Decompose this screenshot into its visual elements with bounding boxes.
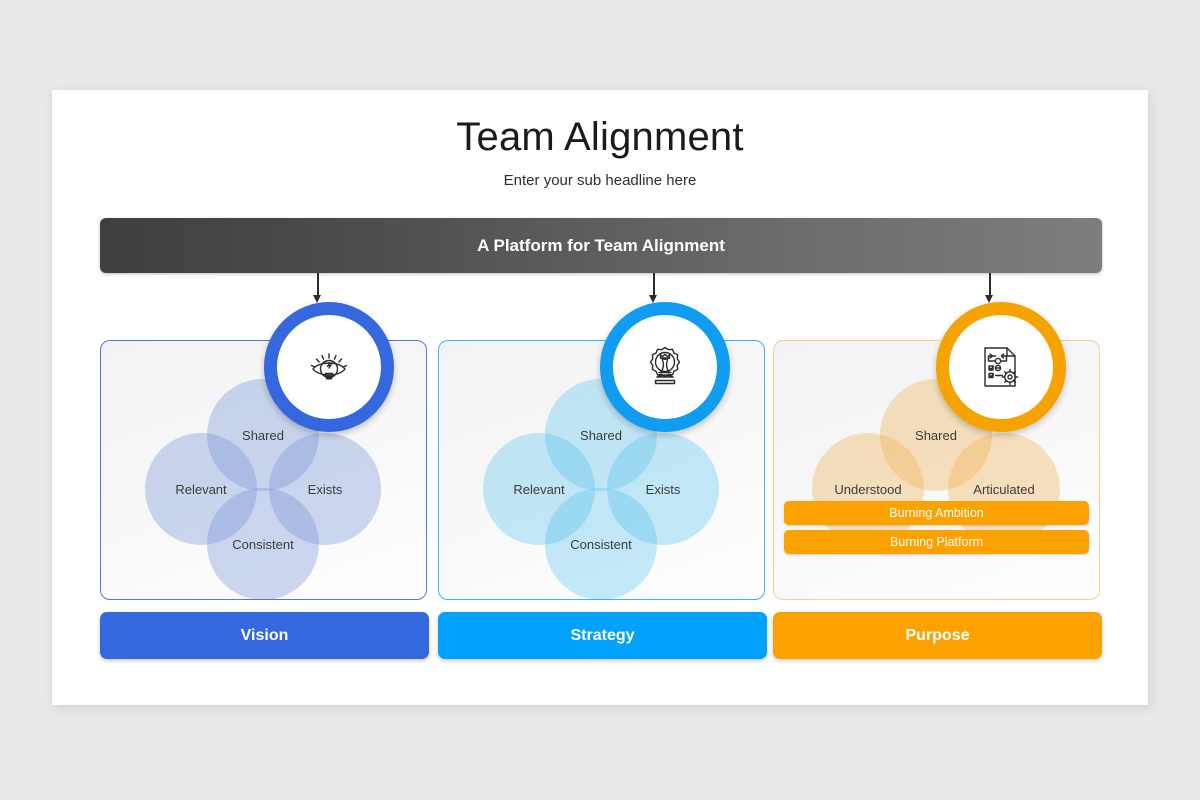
connector-arrow-strategy: [647, 273, 661, 305]
eye-lightbulb-icon: [301, 339, 357, 395]
connector-arrow-purpose: [983, 273, 997, 305]
venn-circle-left: Relevant: [145, 433, 257, 545]
venn-circle-bottom: Consistent: [545, 488, 657, 599]
label-strategy[interactable]: Strategy: [438, 612, 767, 659]
venn-circle-left: Relevant: [483, 433, 595, 545]
venn-diagram-strategy: Consistent Relevant Exists Shared: [439, 341, 764, 599]
page-title: Team Alignment: [456, 115, 744, 159]
chess-gear-icon: [637, 339, 693, 395]
venn-circle-bottom: Consistent: [207, 488, 319, 599]
venn-circle-left: Understood: [812, 433, 924, 545]
document-gear-icon: [973, 339, 1029, 395]
badge-vision[interactable]: [264, 302, 394, 432]
venn-circle-right: Articulated: [948, 433, 1060, 545]
venn-circle-right: Exists: [269, 433, 381, 545]
platform-banner-label: A Platform for Team Alignment: [477, 236, 725, 255]
burning-ambition-bar[interactable]: Burning Ambition: [784, 501, 1089, 525]
burning-platform-bar[interactable]: Burning Platform: [784, 530, 1089, 554]
venn-diagram-purpose: Understood Articulated Shared: [774, 341, 1099, 599]
platform-banner: A Platform for Team Alignment: [100, 218, 1102, 273]
slide-canvas: Team Alignment Enter your sub headline h…: [52, 90, 1148, 705]
venn-diagram-vision: Consistent Relevant Exists Shared: [101, 341, 426, 599]
label-vision[interactable]: Vision: [100, 612, 429, 659]
purpose-inner-bars: Burning Ambition Burning Platform: [784, 501, 1089, 559]
badge-purpose[interactable]: [936, 302, 1066, 432]
page-subtitle: Enter your sub headline here: [503, 172, 697, 189]
venn-circle-right: Exists: [607, 433, 719, 545]
connector-arrow-vision: [311, 273, 325, 305]
label-purpose[interactable]: Purpose: [773, 612, 1102, 659]
badge-strategy[interactable]: [600, 302, 730, 432]
